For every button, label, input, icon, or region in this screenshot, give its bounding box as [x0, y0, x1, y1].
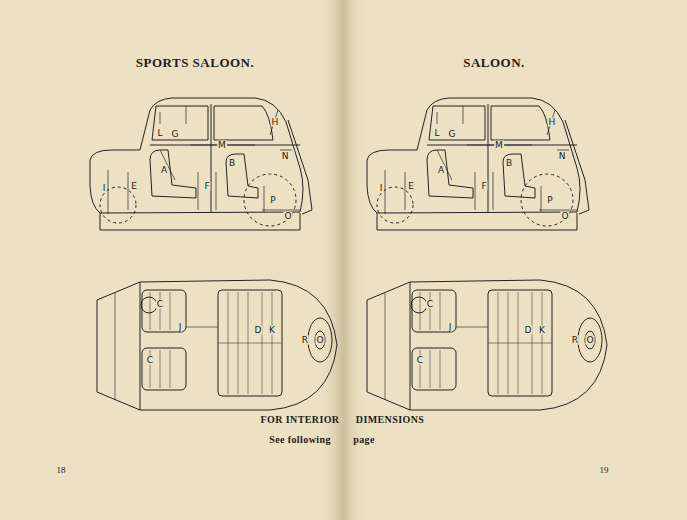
dimension-letter: C: [156, 300, 164, 309]
dimension-letter: G: [171, 130, 180, 139]
dimension-letter: E: [130, 182, 138, 191]
dimension-letter: L: [433, 129, 440, 138]
dimension-letter: K: [268, 326, 276, 335]
dimension-letter: I: [102, 184, 107, 193]
dimension-letter: F: [480, 182, 487, 191]
dimension-letter: B: [505, 159, 513, 168]
side-view: [367, 98, 589, 230]
dimension-letter: N: [558, 152, 567, 161]
dimension-letter: A: [160, 166, 168, 175]
dimension-letter: O: [315, 336, 324, 345]
dimension-letter: N: [281, 152, 290, 161]
caption-text: page: [353, 435, 375, 445]
dimension-letter: P: [269, 196, 276, 205]
plan-view: [97, 280, 337, 410]
page-number: 19: [600, 466, 609, 475]
dimension-letter: J: [448, 323, 453, 332]
caption-text: FOR INTERIOR: [261, 415, 340, 425]
dimension-letter: E: [407, 182, 415, 191]
dimension-letter: M: [217, 141, 227, 150]
dimension-letter: A: [437, 166, 445, 175]
dimension-letter: B: [228, 159, 236, 168]
dimension-letter: R: [301, 336, 309, 345]
dimension-letter: J: [178, 323, 183, 332]
caption-text: See following: [269, 435, 331, 445]
plan-view: [367, 280, 607, 410]
dimension-letter: O: [560, 212, 569, 221]
dimension-letter: O: [585, 336, 594, 345]
dimension-letter: H: [548, 118, 557, 127]
dimension-letter: I: [379, 184, 384, 193]
dimension-letter: K: [538, 326, 546, 335]
page-heading: SPORTS SALOON.: [136, 56, 255, 69]
caption-text: DIMENSIONS: [356, 415, 424, 425]
dimension-letter: O: [283, 212, 292, 221]
dimension-letter: L: [156, 129, 163, 138]
dimension-letter: H: [271, 118, 280, 127]
side-view: [90, 98, 312, 230]
dimension-letter: P: [546, 196, 553, 205]
page-number: 18: [57, 466, 66, 475]
dimension-letter: D: [524, 326, 533, 335]
dimension-letter: R: [571, 336, 579, 345]
dimension-letter: F: [203, 182, 210, 191]
page-heading: SALOON.: [463, 56, 525, 69]
dimension-letter: C: [416, 356, 424, 365]
dimension-letter: C: [146, 356, 154, 365]
dimension-letter: C: [426, 300, 434, 309]
dimension-letter: D: [254, 326, 263, 335]
dimension-letter: M: [494, 141, 504, 150]
dimension-letter: G: [448, 130, 457, 139]
